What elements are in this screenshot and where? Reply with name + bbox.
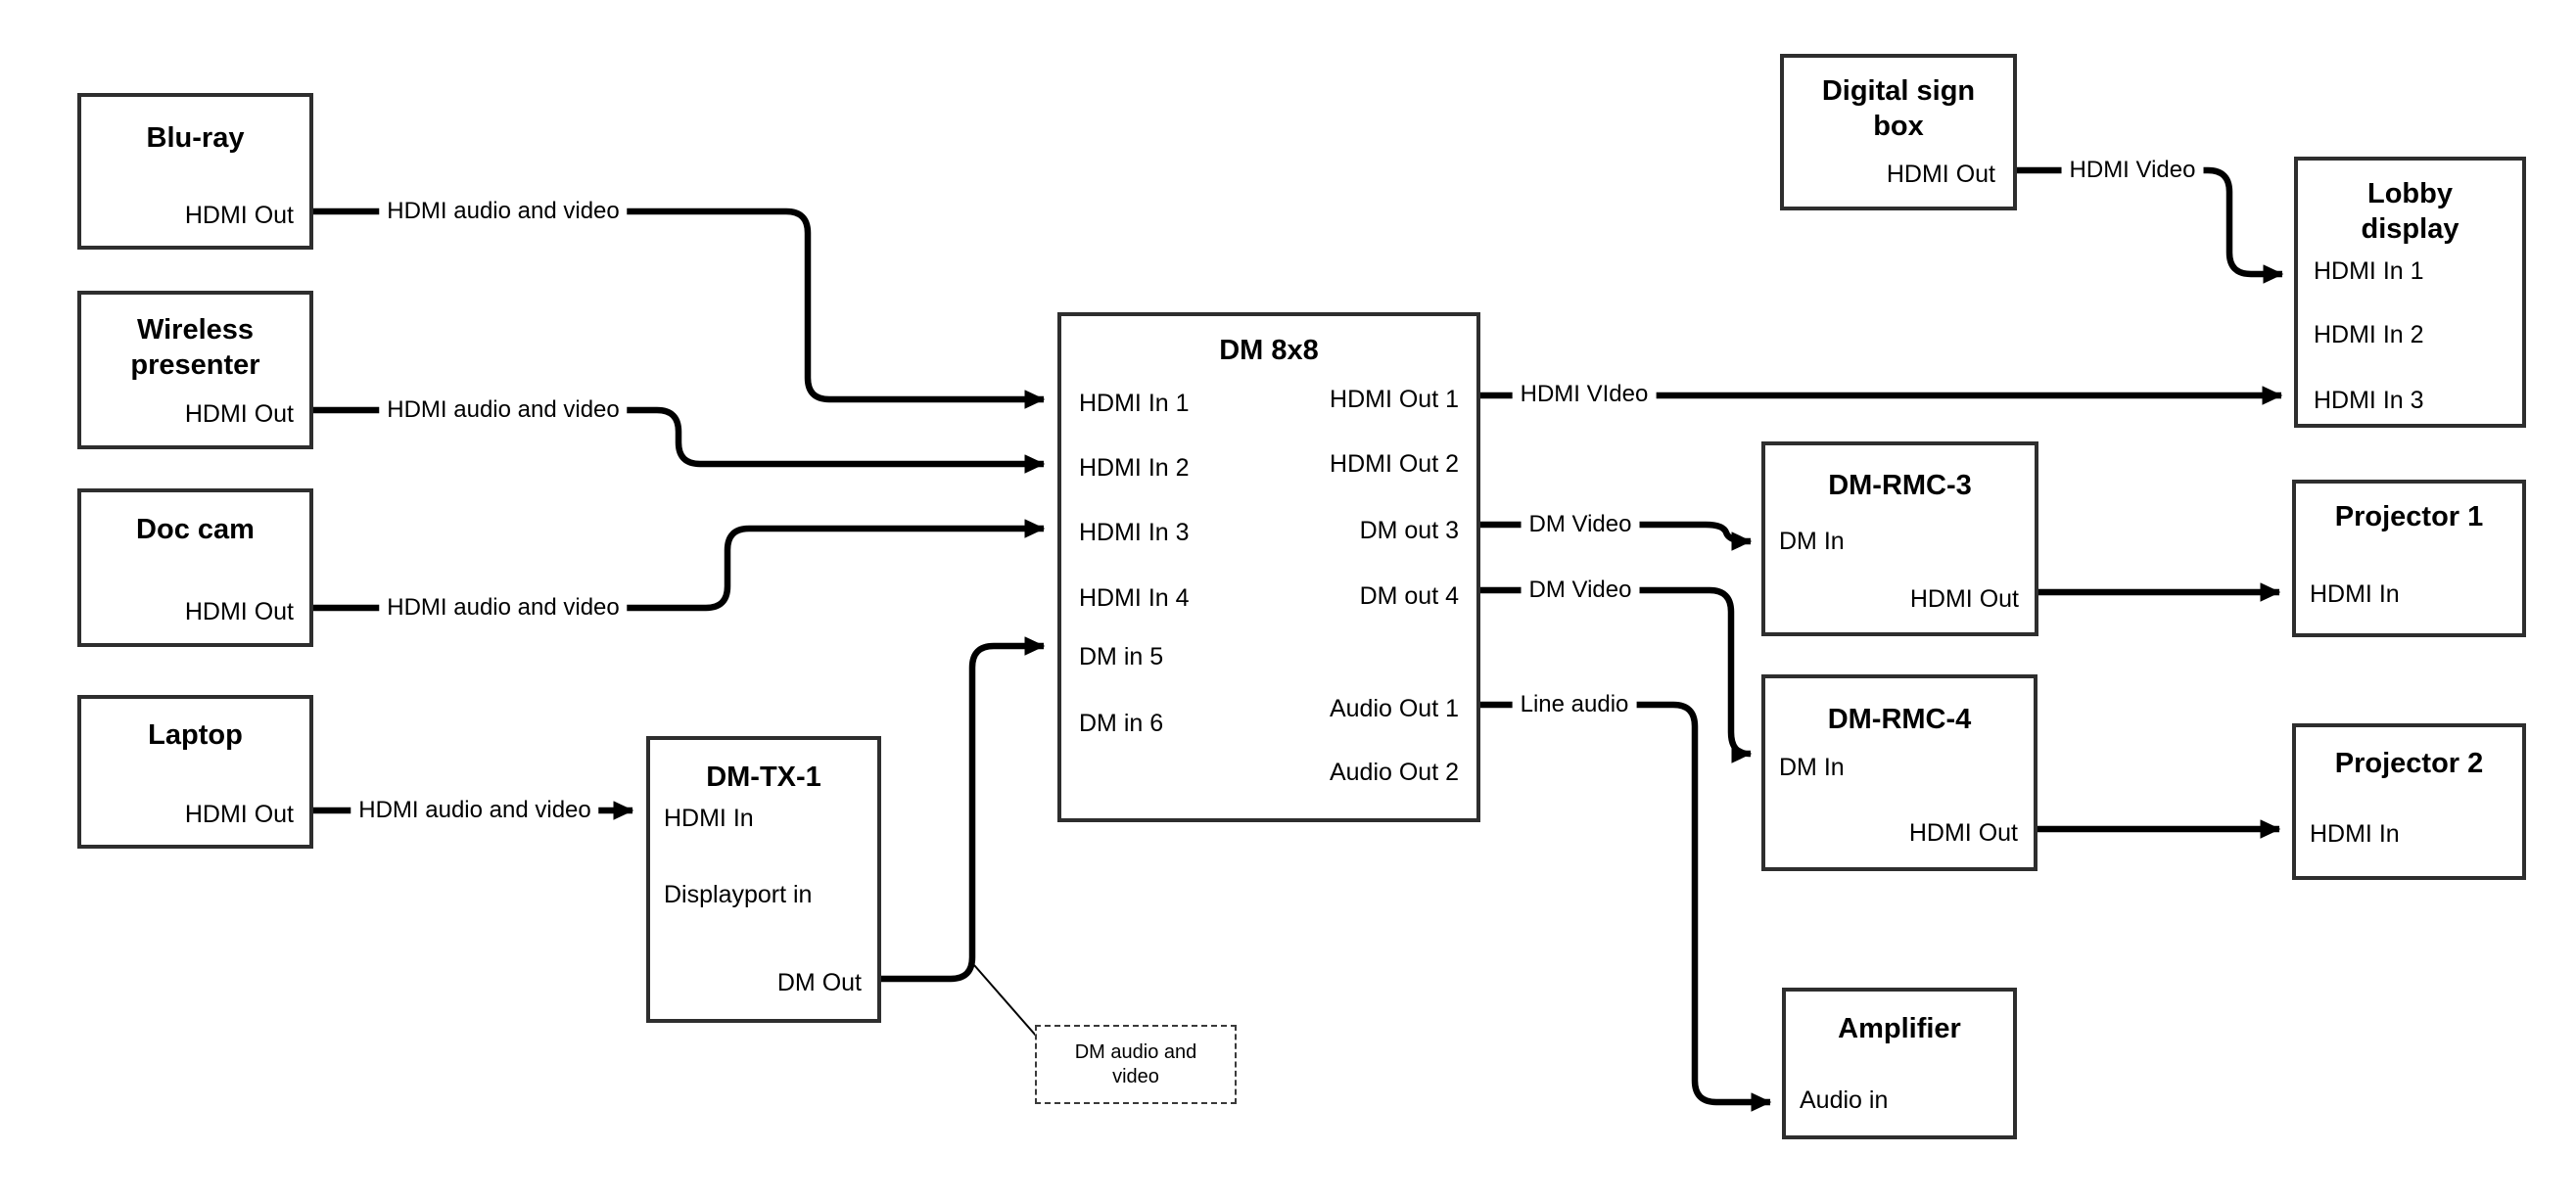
port-lobby-hdmi-in-2: HDMI In 2 — [2314, 321, 2424, 348]
wire-label-wireless: HDMI audio and video — [379, 396, 628, 424]
port-dm8x8-hdmi-in-3: HDMI In 3 — [1079, 519, 1190, 546]
box-projector-1-title: Projector 1 — [2334, 501, 2484, 532]
wire-label-line-audio: Line audio — [1512, 691, 1637, 718]
port-dm8x8-dm-out-3: DM out 3 — [1359, 517, 1459, 544]
box-wireless-presenter: Wireless presenter HDMI Out — [77, 291, 313, 449]
port-dm8x8-dm-in-5: DM in 5 — [1079, 643, 1164, 670]
port-dm-rmc-4-hdmi-out: HDMI Out — [1908, 819, 2018, 847]
box-dm-rmc-4: DM-RMC-4 DM In HDMI Out — [1761, 674, 2037, 871]
wire-label-laptop: HDMI audio and video — [351, 797, 599, 824]
wire-label-digital-sign: HDMI Video — [2061, 157, 2204, 184]
port-dm-tx-1-displayport-in: Displayport in — [664, 881, 813, 908]
box-projector-2: Projector 2 HDMI In — [2292, 723, 2526, 880]
box-dm-tx-1-title: DM-TX-1 — [706, 762, 821, 793]
box-blu-ray: Blu-ray HDMI Out — [77, 93, 313, 250]
port-digital-sign-hdmi-out: HDMI Out — [1886, 161, 1995, 188]
connector-bluray-to-dm8x8-in1 — [313, 208, 1046, 409]
wire-label-doccam: HDMI audio and video — [379, 594, 628, 622]
box-amplifier-title: Amplifier — [1838, 1013, 1961, 1044]
box-projector-1: Projector 1 HDMI In — [2292, 480, 2526, 637]
connector-wireless-to-dm8x8-in2 — [313, 406, 1046, 474]
port-laptop-hdmi-out: HDMI Out — [184, 801, 294, 828]
box-blu-ray-title: Blu-ray — [146, 122, 245, 154]
note-leader-line — [973, 964, 1037, 1037]
box-lobby-display-title: Lobby display — [2361, 178, 2459, 245]
box-dm-rmc-3: DM-RMC-3 DM In HDMI Out — [1761, 441, 2038, 636]
box-dm-tx-1: DM-TX-1 HDMI In Displayport in DM Out — [646, 736, 881, 1023]
port-lobby-hdmi-in-1: HDMI In 1 — [2314, 257, 2424, 285]
note-dm-audio-and-video: DM audio and video — [1035, 1025, 1237, 1104]
box-doc-cam: Doc cam HDMI Out — [77, 488, 313, 647]
port-dm-tx-1-dm-out: DM Out — [776, 969, 862, 996]
box-digital-sign-title: Digital sign box — [1821, 75, 1976, 142]
box-laptop-title: Laptop — [148, 719, 243, 751]
box-dm-8x8-title: DM 8x8 — [1219, 335, 1319, 366]
connector-digitalsign-to-lobby-in1 — [2016, 166, 2284, 284]
port-dm8x8-audio-out-1: Audio Out 1 — [1329, 695, 1459, 722]
port-dm8x8-hdmi-in-1: HDMI In 1 — [1079, 390, 1190, 417]
port-blu-ray-hdmi-out: HDMI Out — [184, 202, 294, 229]
port-dm8x8-dm-out-4: DM out 4 — [1359, 582, 1459, 610]
wire-label-hdmi-video-out1: HDMI VIdeo — [1512, 381, 1657, 408]
port-dm-rmc-3-dm-in: DM In — [1779, 528, 1845, 555]
port-dm8x8-dm-in-6: DM in 6 — [1079, 710, 1164, 737]
connector-doccam-to-dm8x8-in3 — [313, 519, 1046, 612]
port-projector-1-hdmi-in: HDMI In — [2310, 580, 2400, 608]
port-wireless-hdmi-out: HDMI Out — [184, 400, 294, 428]
port-dm-rmc-3-hdmi-out: HDMI Out — [1909, 585, 2019, 613]
port-dm-tx-1-hdmi-in: HDMI In — [664, 805, 754, 832]
box-dm-rmc-4-title: DM-RMC-4 — [1827, 704, 1972, 735]
port-dm-rmc-4-dm-in: DM In — [1779, 754, 1845, 781]
port-projector-2-hdmi-in: HDMI In — [2310, 820, 2400, 848]
connector-dm8x8-audio1-to-amplifier — [1480, 701, 1772, 1112]
box-projector-2-title: Projector 2 — [2334, 748, 2484, 779]
port-dm8x8-hdmi-out-2: HDMI Out 2 — [1330, 450, 1459, 478]
box-laptop: Laptop HDMI Out — [77, 695, 313, 849]
connector-dmtx1-to-dm8x8-in5 — [881, 636, 1046, 983]
port-dm8x8-hdmi-in-4: HDMI In 4 — [1079, 584, 1190, 612]
box-digital-sign: Digital sign box HDMI Out — [1780, 54, 2017, 210]
port-doc-cam-hdmi-out: HDMI Out — [184, 598, 294, 625]
box-lobby-display: Lobby display HDMI In 1 HDMI In 2 HDMI I… — [2294, 157, 2526, 428]
port-dm8x8-audio-out-2: Audio Out 2 — [1329, 759, 1459, 786]
connector-dm8x8-out4-to-rmc4 — [1480, 586, 1753, 763]
port-dm8x8-hdmi-out-1: HDMI Out 1 — [1330, 386, 1459, 413]
box-dm-8x8: DM 8x8 HDMI In 1 HDMI In 2 HDMI In 3 HDM… — [1057, 312, 1480, 822]
connector-dm8x8-out3-to-rmc3 — [1480, 521, 1753, 551]
box-doc-cam-title: Doc cam — [136, 514, 255, 545]
port-amplifier-audio-in: Audio in — [1800, 1086, 1889, 1114]
port-dm8x8-hdmi-in-2: HDMI In 2 — [1079, 454, 1190, 482]
port-lobby-hdmi-in-3: HDMI In 3 — [2314, 387, 2424, 414]
wire-label-dm-video-out3: DM Video — [1521, 511, 1640, 538]
box-amplifier: Amplifier Audio in — [1782, 988, 2017, 1139]
box-wireless-presenter-title: Wireless presenter — [130, 314, 260, 381]
wire-label-dm-video-out4: DM Video — [1521, 577, 1640, 604]
wire-label-bluray: HDMI audio and video — [379, 198, 628, 225]
box-dm-rmc-3-title: DM-RMC-3 — [1828, 470, 1972, 501]
